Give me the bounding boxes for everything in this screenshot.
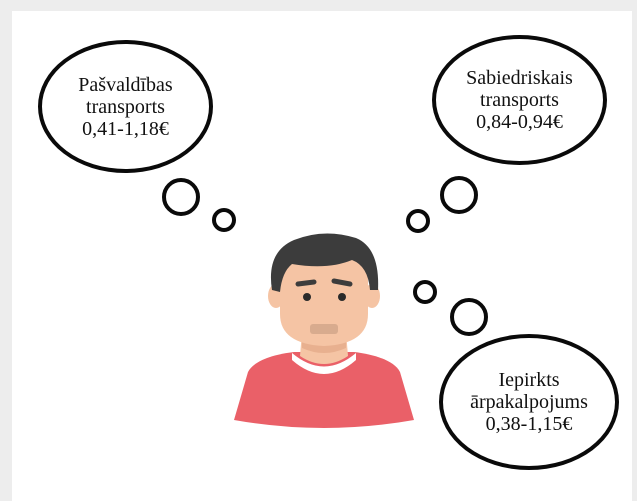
thought-bubble-public-transport: Sabiedriskais transports 0,84-0,94€: [432, 35, 607, 165]
thought-bubble-municipal-transport: Pašvaldības transports 0,41-1,18€: [38, 40, 213, 173]
face: [280, 242, 368, 346]
thought-dot-small: [406, 209, 430, 233]
thought-dot-small: [212, 208, 236, 232]
thought-dot-large: [450, 298, 488, 336]
bubble-line-3: 0,38-1,15€: [485, 413, 573, 435]
thought-dot-large: [440, 176, 478, 214]
person-thinking-icon: [232, 232, 416, 430]
thought-dot-large: [162, 178, 200, 216]
collar: [292, 353, 356, 374]
bubble-line-1: Sabiedriskais: [466, 67, 573, 89]
bubble-line-1: Iepirkts: [498, 369, 560, 391]
hair: [270, 233, 379, 292]
bubble-line-2: transports: [86, 95, 165, 118]
bubble-line-3: 0,41-1,18€: [82, 117, 169, 140]
bubble-line-3: 0,84-0,94€: [476, 111, 563, 133]
shirt: [234, 352, 414, 428]
bubble-line-2: transports: [480, 89, 559, 111]
bubble-line-1: Pašvaldības: [78, 73, 173, 96]
thought-bubble-outsourcing: Iepirkts ārpakalpojums 0,38-1,15€: [439, 334, 619, 470]
thought-dot-small: [413, 280, 437, 304]
bubble-line-2: ārpakalpojums: [470, 391, 588, 413]
